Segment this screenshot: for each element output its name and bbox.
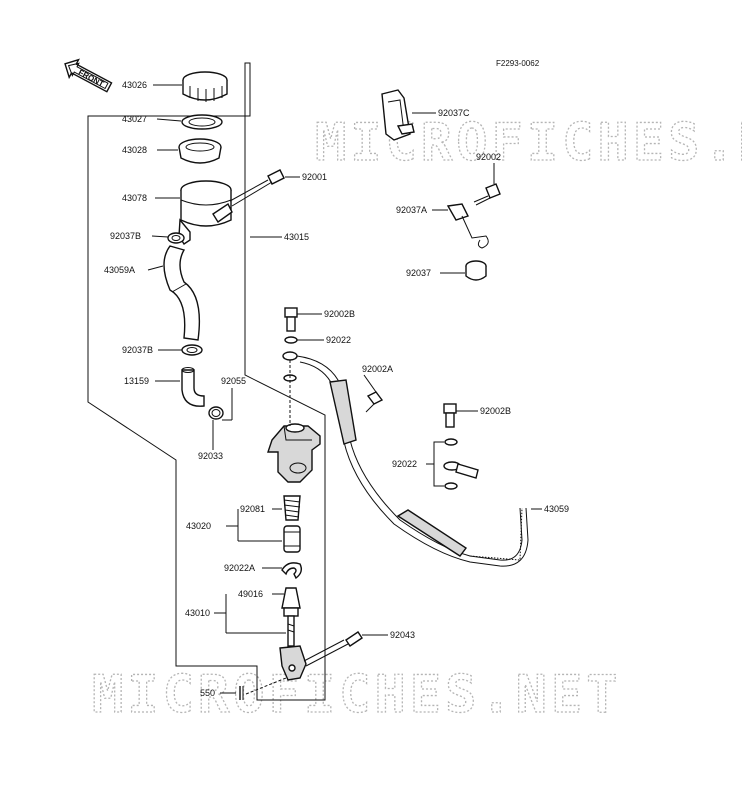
spring-92081 [283,495,301,521]
bolt-92002a [365,391,384,413]
front-arrow: FRONT [64,58,113,93]
label-92037: 92037 [406,268,431,278]
label-49016: 49016 [238,589,263,599]
banjo-fitting-top [282,351,298,361]
diaphragm [178,138,222,164]
label-92055: 92055 [221,376,246,386]
label-92037c: 92037C [438,108,470,118]
label-43078: 43078 [122,193,147,203]
label-43026: 43026 [122,80,147,90]
label-92001: 92001 [302,172,327,182]
label-43020: 43020 [186,521,211,531]
elbow-fitting [181,367,205,407]
reservoir-cap [182,71,228,102]
label-43027: 43027 [122,114,147,124]
cotter-pin-550 [239,677,287,700]
banjo-bolt-92002b-top [284,307,298,332]
hose-clamp-92037c [381,89,415,141]
banjo-bolt-92002b-right [443,403,457,428]
master-cylinder-body [267,423,321,483]
label-92002a: 92002A [362,364,393,374]
bolt-92002 [473,183,501,206]
label-550: 550 [200,688,215,698]
assembly-outline [87,62,326,701]
watermark-bottom: MICROFICHES.NET [92,665,622,725]
label-43059a: 43059A [104,265,135,275]
label-92002b-right: 92002B [480,406,511,416]
label-43015: 43015 [284,232,309,242]
washer-92022-right-top [444,438,458,446]
clamp-92037b-top [167,232,185,244]
label-92022-top: 92022 [326,335,351,345]
reservoir-tank [178,180,233,245]
label-43028: 43028 [122,145,147,155]
label-92022a: 92022A [224,563,255,573]
diagram-code: F2293-0062 [496,59,540,68]
piston-43020 [283,525,301,553]
brake-hose [296,355,529,567]
o-ring-92055 [208,406,224,420]
diaphragm-plate [181,114,223,130]
label-13159: 13159 [124,376,149,386]
push-rod-assembly [279,587,307,681]
label-92037b-bottom: 92037B [122,345,153,355]
label-92033: 92033 [198,451,223,461]
clevis-pin-92043 [303,631,363,667]
washer-92022-right-bottom [444,482,458,490]
screw-92001 [229,169,285,207]
label-92002b-top: 92002B [324,309,355,319]
washer-92022-top [284,336,298,344]
label-43059: 43059 [544,504,569,514]
label-92043: 92043 [390,630,415,640]
label-92022-right: 92022 [392,459,417,469]
label-92037a: 92037A [396,205,427,215]
label-92081: 92081 [240,504,265,514]
reservoir-hose [163,245,201,341]
label-92037b-top: 92037B [110,231,141,241]
circlip-92022a [281,562,303,580]
label-43010: 43010 [185,608,210,618]
watermark-top: MICROFICHES.NET [315,113,742,173]
grommet-92037 [465,260,487,281]
clamp-92037b-bottom [181,344,203,356]
label-92002: 92002 [476,152,501,162]
hose-bracket-92037a [446,203,489,249]
